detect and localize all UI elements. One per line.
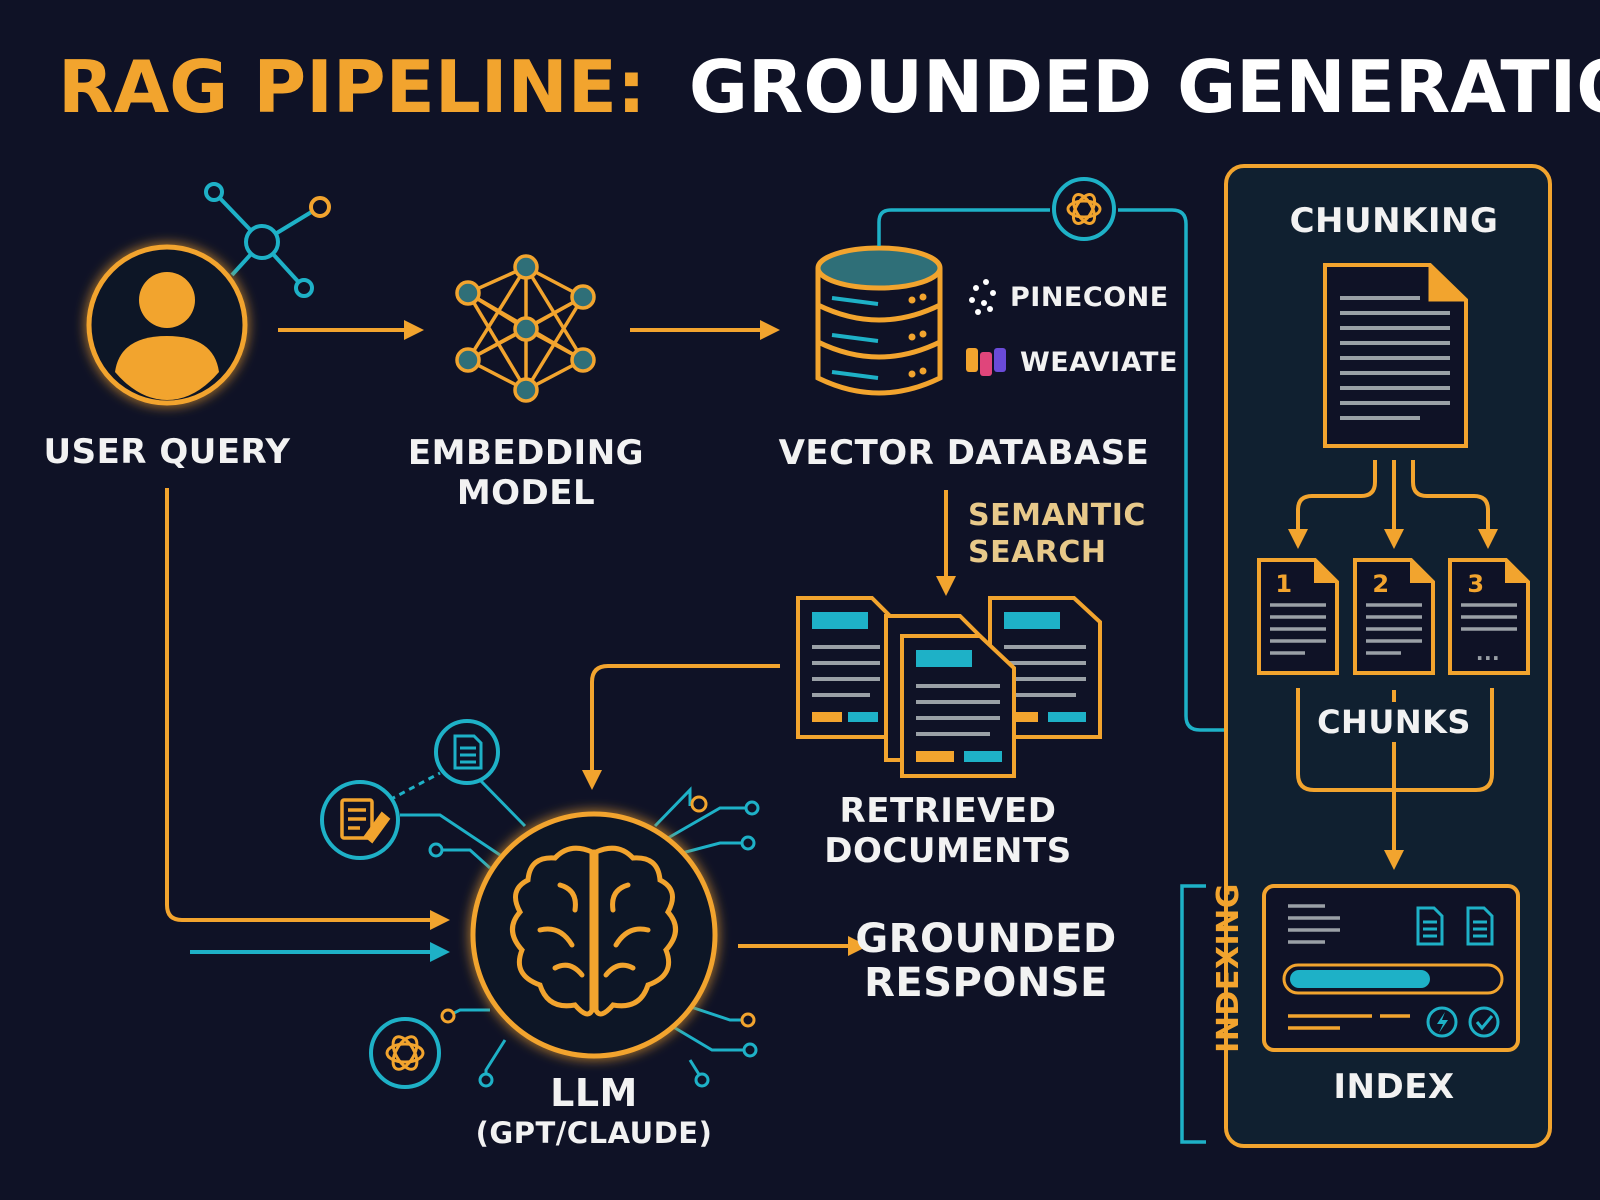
- chunk-1-icon: 1: [1257, 558, 1339, 675]
- retrieved-documents-node: RETRIEVED DOCUMENTS: [796, 596, 1102, 871]
- semantic-label-line-2: SEARCH: [968, 535, 1107, 570]
- openai-badge-bottom: [369, 1017, 441, 1089]
- llm-sublabel: (GPT/CLAUDE): [476, 1116, 713, 1150]
- semantic-label-line-1: SEMANTIC: [968, 498, 1146, 533]
- chunk-3-icon: 3 ...: [1448, 558, 1530, 675]
- pinecone-label: PINECONE: [1010, 282, 1169, 313]
- llm-label: LLM: [550, 1071, 638, 1115]
- file-icon: [1416, 906, 1444, 946]
- chunks-label-bg: [1318, 702, 1470, 742]
- vector-database-node: PINECONE WEAVIATE VECTOR DATABASE: [779, 245, 1178, 473]
- check-icon: [1468, 1006, 1500, 1038]
- document-icon-left: [796, 596, 895, 739]
- chunk-3-number: 3: [1467, 570, 1484, 598]
- connector-db-to-badge: [877, 208, 1050, 246]
- title-part-2: GROUNDED GENERATION PROCESS: [689, 45, 1600, 129]
- chunk-2-number: 2: [1372, 570, 1389, 598]
- weaviate-label: WEAVIATE: [1020, 347, 1178, 378]
- user-icon: [115, 272, 219, 400]
- chunking-label: CHUNKING: [1290, 201, 1499, 241]
- openai-icon: [1066, 193, 1102, 225]
- indexing-label: INDEXING: [1211, 883, 1246, 1053]
- arrow-query-to-llm: [165, 488, 450, 930]
- document-icon-right: [988, 596, 1102, 739]
- arrow-docs-to-llm: [582, 664, 780, 790]
- connector-badge-to-panel: [1118, 208, 1226, 732]
- user-query-node: USER QUERY: [43, 182, 331, 472]
- pinecone-logo-icon: [969, 279, 996, 315]
- grounded-label-line-2: RESPONSE: [864, 960, 1108, 1006]
- embedding-model-node: EMBEDDING MODEL: [408, 254, 644, 513]
- chunks-label: CHUNKS: [1317, 703, 1471, 741]
- notes-badge: [320, 780, 400, 860]
- embedding-label-line-1: EMBEDDING: [408, 433, 644, 473]
- neural-network-icon: [455, 254, 596, 403]
- chunking-panel: CHUNKING 1 2: [1180, 164, 1552, 1148]
- index-progress-fill: [1290, 970, 1430, 988]
- user-query-label: USER QUERY: [43, 432, 290, 472]
- document-icon-middle-front: [900, 634, 1016, 778]
- title-part-1: RAG PIPELINE:: [58, 45, 646, 129]
- index-card: [1262, 884, 1520, 1052]
- embedding-label-line-2: MODEL: [457, 473, 595, 513]
- indexing-bracket: [1180, 884, 1206, 1144]
- database-icon: [815, 245, 943, 396]
- openai-icon: [385, 1035, 425, 1071]
- edit-notes-icon: [340, 798, 391, 844]
- retrieved-label-line-2: DOCUMENTS: [824, 831, 1071, 871]
- lightning-icon: [1426, 1006, 1458, 1038]
- page-title: RAG PIPELINE: GROUNDED GENERATION PROCES…: [58, 45, 1600, 129]
- network-hub-icon: [204, 182, 331, 298]
- document-badge: [434, 719, 500, 785]
- chunk-2-icon: 2: [1353, 558, 1435, 675]
- chunk-1-number: 1: [1275, 570, 1292, 598]
- llm-node: LLM (GPT/CLAUDE): [400, 755, 760, 1150]
- openai-badge-top: [1052, 177, 1116, 241]
- vector-database-label: VECTOR DATABASE: [779, 433, 1150, 473]
- grounded-label-line-1: GROUNDED: [855, 916, 1116, 962]
- brain-icon: [510, 845, 678, 1017]
- source-document-icon: [1323, 263, 1468, 448]
- document-small-icon: [453, 734, 483, 770]
- chunk-more-ellipsis: ...: [1476, 641, 1500, 665]
- weaviate-logo-icon: [966, 348, 1006, 376]
- retrieved-label-line-1: RETRIEVED: [840, 791, 1057, 831]
- index-label: INDEX: [1333, 1067, 1454, 1107]
- file-icon: [1466, 906, 1494, 946]
- split-arrows: [1288, 460, 1498, 549]
